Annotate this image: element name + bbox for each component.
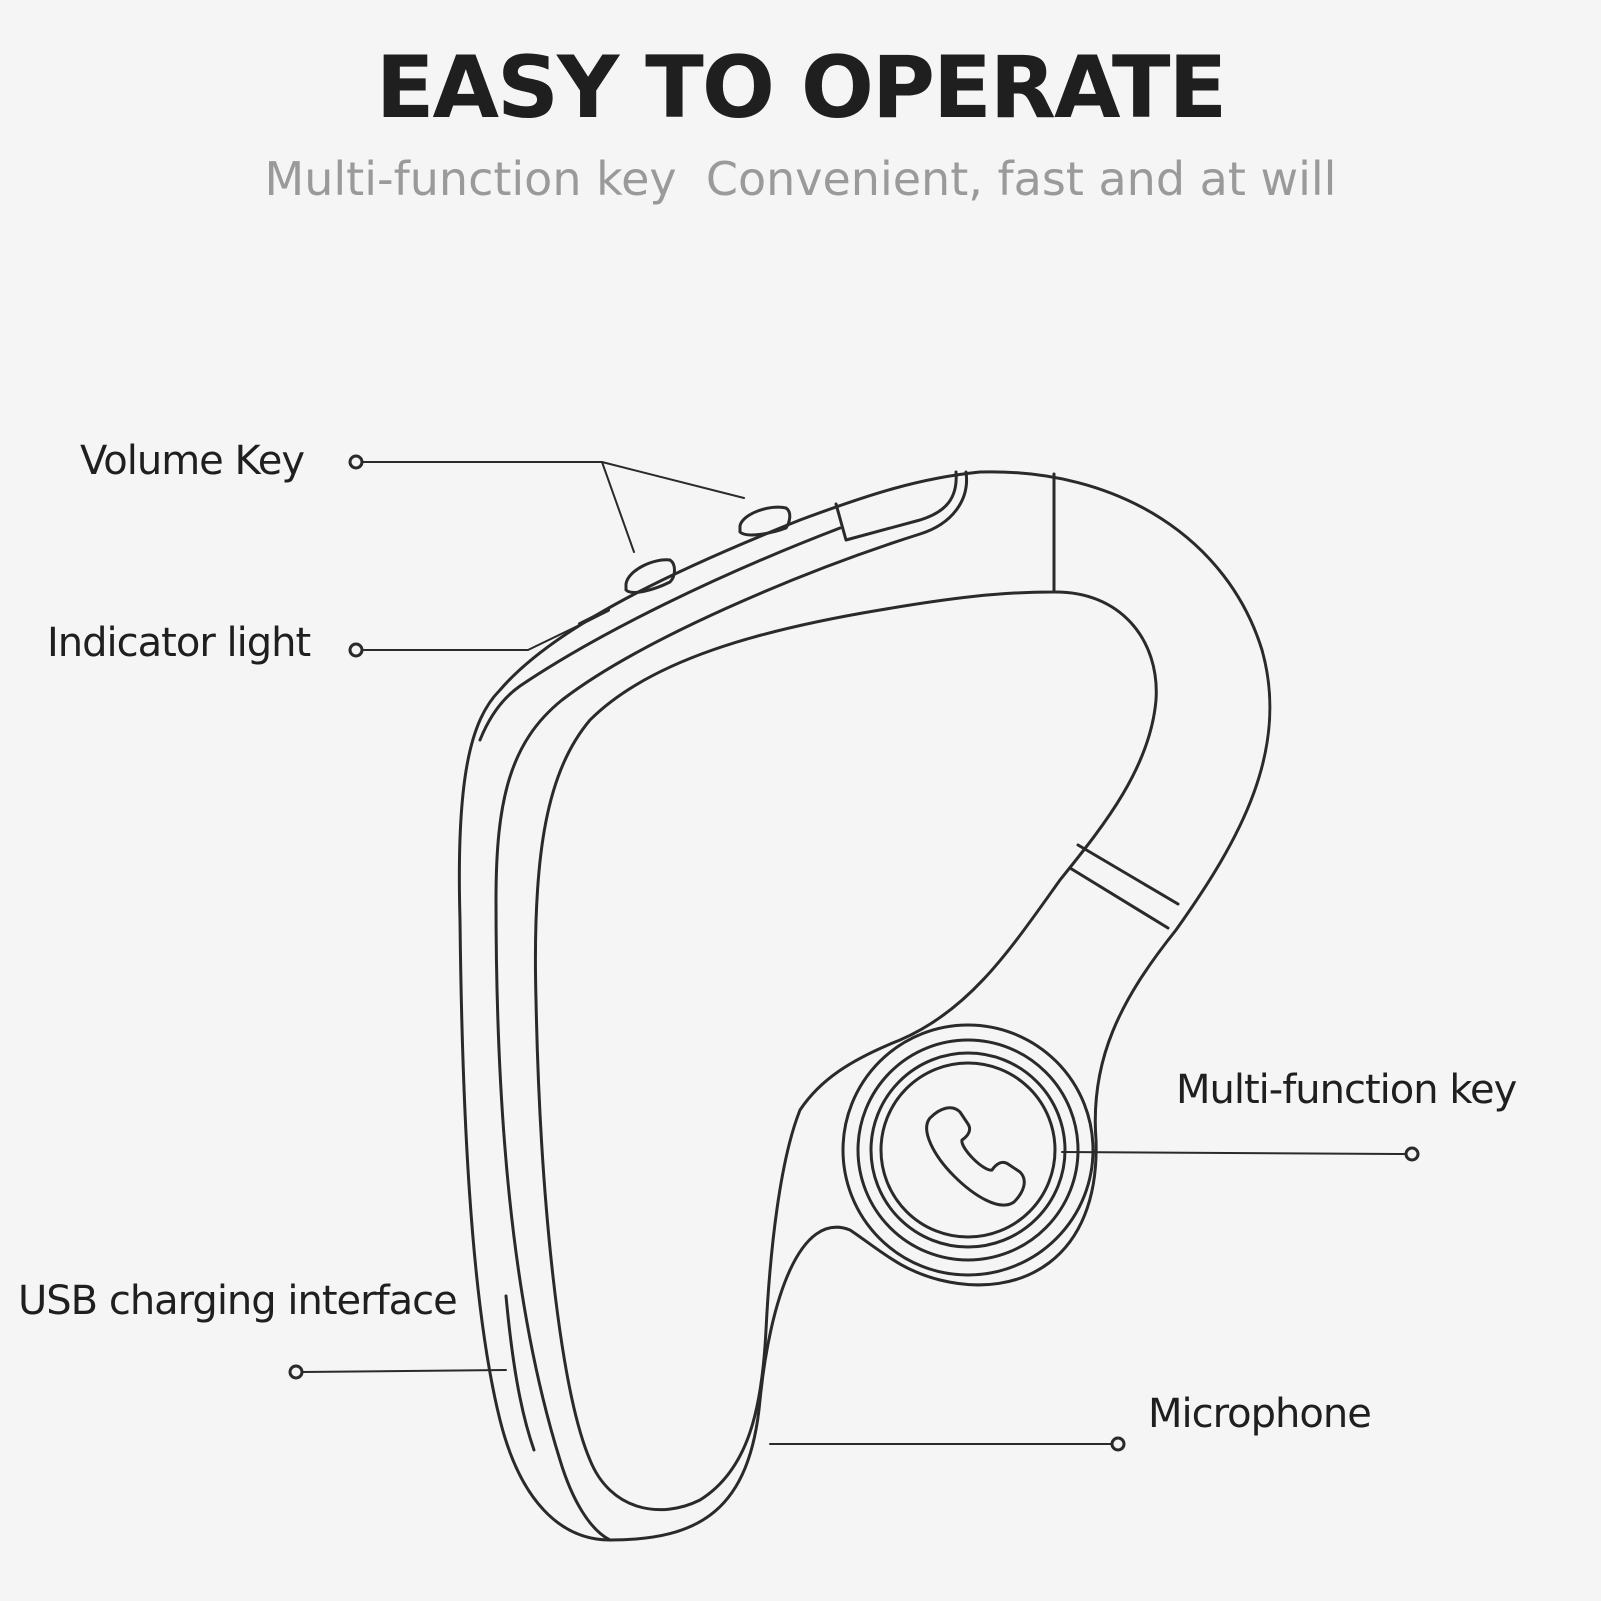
earpiece-body-outline: [457, 470, 1272, 1542]
label-multi-function-key: Multi-function key: [1176, 1067, 1517, 1113]
label-usb-charging-interface: USB charging interface: [18, 1278, 458, 1324]
mfk-ring-3: [869, 1051, 1067, 1249]
page-title: EASY TO OPERATE: [375, 38, 1228, 138]
mfk-ring-2: [856, 1038, 1080, 1262]
top-cap-detail: [834, 470, 958, 542]
usb-port: [504, 1294, 536, 1452]
mfk-ring-outer: [841, 1023, 1095, 1277]
ear-hook-joint-lower: [1068, 843, 1180, 930]
body-contour-line-1: [494, 470, 969, 1542]
callout-indicator-light: [348, 619, 591, 658]
body-contour-line-2: [478, 526, 842, 742]
mfk-ring-4: [879, 1061, 1057, 1239]
callout-multi-function-key: [1061, 1146, 1420, 1162]
label-microphone: Microphone: [1148, 1391, 1372, 1437]
phone-handset-icon: [925, 1106, 1026, 1207]
label-indicator-light: Indicator light: [47, 620, 311, 666]
label-volume-key: Volume Key: [80, 438, 305, 484]
callout-usb-charging: [288, 1364, 507, 1380]
ear-hook-inner-outline: [533, 590, 1158, 1512]
volume-up-button: [738, 505, 792, 537]
volume-down-button: [624, 558, 676, 594]
callout-volume-key: [348, 454, 745, 553]
page-subtitle: Multi-function key Convenient, fast and …: [264, 152, 1337, 206]
callout-microphone: [769, 1436, 1126, 1452]
